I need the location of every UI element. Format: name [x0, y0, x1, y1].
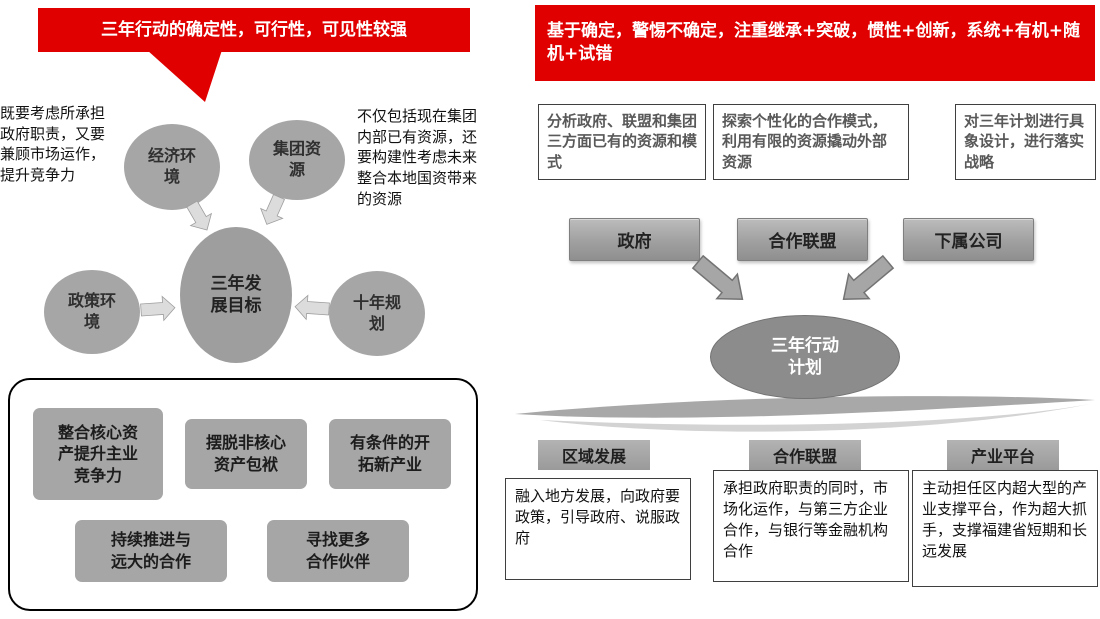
pillar-description: 承担政府职责的同时，市场化运作，与第三方企业合作，与银行等金融机构合作: [713, 470, 909, 582]
pillar-description: 主动担任区内超大型的产业支撑平台，作为超大抓手，支撑福建省短期和长远发展: [912, 470, 1098, 587]
pillar-description: 融入地方发展，向政府要政策，引导政府、说服政府: [505, 478, 691, 580]
arrow-right-icon: [140, 295, 176, 322]
right-banner: 基于确定，警惕不确定，注重继承+突破，惯性+创新，系统+有机+随机+试错: [535, 5, 1095, 81]
left-note: 既要考虑所承担政府职责，又要兼顾市场运作，提升竞争力: [0, 104, 106, 185]
ellipse-three-year-action-plan: 三年行动计划: [710, 315, 900, 399]
actor-government: 政府: [569, 218, 700, 261]
strategy-box: 有条件的开拓新产业: [329, 419, 451, 489]
callout-tail: [147, 50, 222, 102]
ellipse-economic-environment: 经济环境: [124, 124, 220, 210]
swoosh-shape: [515, 396, 1095, 418]
analysis-box: 探索个性化的合作模式，利用有限的资源撬动外部资源: [713, 104, 909, 180]
strategy-box: 持续推进与远大的合作: [75, 520, 227, 582]
strategy-box: 寻找更多合作伙伴: [267, 520, 409, 582]
left-banner: 三年行动的确定性，可行性，可见性较强: [38, 8, 470, 52]
swoosh-shape-light: [540, 404, 1090, 432]
ellipse-three-year-goal: 三年发展目标: [180, 227, 292, 363]
pillar-label-industry: 产业平台: [947, 440, 1059, 470]
actor-subsidiary: 下属公司: [903, 218, 1034, 261]
analysis-box: 对三年计划进行具象设计，进行落实战略: [955, 104, 1096, 180]
pillar-label-alliance: 合作联盟: [749, 440, 861, 470]
ellipse-policy-environment: 政策环境: [44, 270, 140, 354]
ellipse-group-resources: 集团资源: [249, 120, 345, 200]
strategy-box: 整合核心资产提升主业竞争力: [33, 408, 163, 500]
strategy-box: 摆脱非核心资产包袱: [185, 419, 307, 489]
actor-alliance: 合作联盟: [737, 218, 868, 261]
ellipse-ten-year-plan: 十年规划: [329, 271, 425, 356]
analysis-box: 分析政府、联盟和集团三方面已有的资源和模式: [538, 104, 706, 180]
pillar-label-regional: 区域发展: [538, 440, 650, 470]
arrow-left-icon: [294, 294, 330, 321]
right-note: 不仅包括现在集团内部已有资源，还要构建性考虑未来整合本地国资带来的资源: [357, 107, 478, 208]
